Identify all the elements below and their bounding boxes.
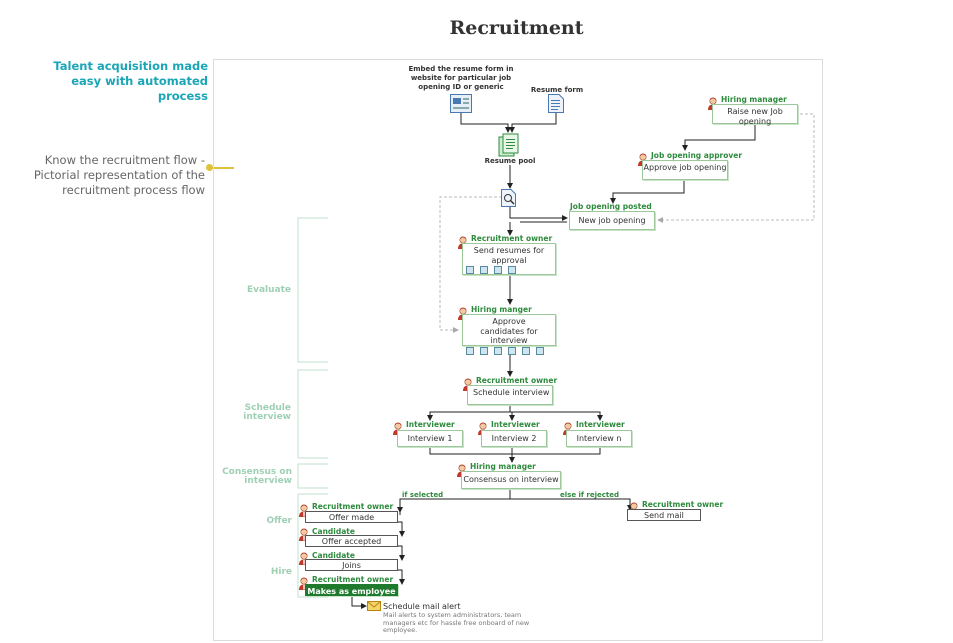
node-interview-n[interactable]: Interview n [566, 430, 632, 447]
role-recruitment-owner: Recruitment owner [312, 575, 394, 584]
node-approve-candidates-text: Approve candidates for interview [480, 317, 538, 345]
bullet-connector [212, 167, 234, 169]
stage-schedule-interview: Schedule interview [243, 403, 291, 422]
embed-form-icon [450, 94, 472, 113]
role-candidate: Candidate [312, 527, 355, 536]
node-new-job-opening[interactable]: New job opening [569, 211, 655, 230]
stage-evaluate: Evaluate [246, 285, 291, 295]
node-offer-made[interactable]: Offer made [305, 511, 398, 523]
node-send-mail[interactable]: Send mail [627, 509, 701, 521]
stage-consensus: Consensus on interview [222, 467, 292, 486]
sidebar-headline: Talent acquisition made easy with automa… [53, 59, 208, 103]
node-send-resumes-text: Send resumes for approval [473, 246, 545, 265]
candidate-doc-icons [463, 346, 555, 358]
search-resume-icon [501, 189, 516, 207]
node-makes-as-employee[interactable]: Makes as employee [305, 584, 398, 596]
role-interviewer: Interviewer [406, 420, 455, 429]
resume-doc-icons [463, 266, 555, 277]
node-interview-2[interactable]: Interview 2 [481, 430, 547, 447]
embed-form-label: Embed the resume form in website for par… [408, 65, 514, 91]
node-consensus[interactable]: Consensus on interview [461, 471, 561, 489]
node-joins[interactable]: Joins [305, 559, 398, 571]
role-candidate: Candidate [312, 551, 355, 560]
role-interviewer: Interviewer [491, 420, 540, 429]
branch-if-selected: if selected [402, 491, 444, 499]
mail-alert-description: Mail alerts to system administrators, te… [383, 611, 530, 634]
branch-else-if-rejected: else if rejected [560, 491, 619, 499]
role-hiring-manager: Hiring manager [470, 462, 536, 471]
person-icon [298, 550, 310, 565]
stage-offer: Offer [266, 516, 292, 526]
node-interview-1[interactable]: Interview 1 [397, 430, 463, 447]
role-recruitment-owner: Recruitment owner [471, 234, 553, 243]
node-raise-job-opening[interactable]: Raise new Job opening [712, 104, 798, 126]
role-interviewer: Interviewer [576, 420, 625, 429]
node-approve-candidates[interactable]: Approve candidates for interview [462, 314, 556, 355]
role-hiring-manger: Hiring manger [471, 305, 532, 314]
page-title: Recruitment [449, 17, 584, 39]
node-schedule-interview[interactable]: Schedule interview [467, 385, 553, 405]
mail-alert-icon [367, 601, 381, 611]
resume-pool-label: Resume pool [484, 157, 536, 165]
resume-form-label: Resume form [530, 86, 584, 94]
resume-form-icon [548, 94, 564, 113]
stage-hire: Hire [270, 567, 292, 577]
role-recruitment-owner: Recruitment owner [642, 500, 724, 509]
role-recruitment-owner: Recruitment owner [476, 376, 558, 385]
diagram-frame [213, 59, 823, 641]
role-job-opening-posted: Job opening posted [570, 202, 652, 211]
node-approve-job-opening[interactable]: Approve job opening [642, 160, 728, 180]
resume-pool-icon [498, 133, 519, 157]
mail-alert-title: Schedule mail alert [383, 602, 461, 611]
role-job-opening-approver: Job opening approver [651, 151, 743, 160]
role-hiring-manager: Hiring manager [721, 95, 787, 104]
bullet-dot [206, 164, 213, 171]
role-recruitment-owner: Recruitment owner [312, 502, 394, 511]
sidebar-note: Know the recruitment flow - Pictorial re… [33, 153, 205, 197]
node-send-resumes[interactable]: Send resumes for approval [462, 243, 556, 275]
node-offer-accepted[interactable]: Offer accepted [305, 535, 398, 547]
